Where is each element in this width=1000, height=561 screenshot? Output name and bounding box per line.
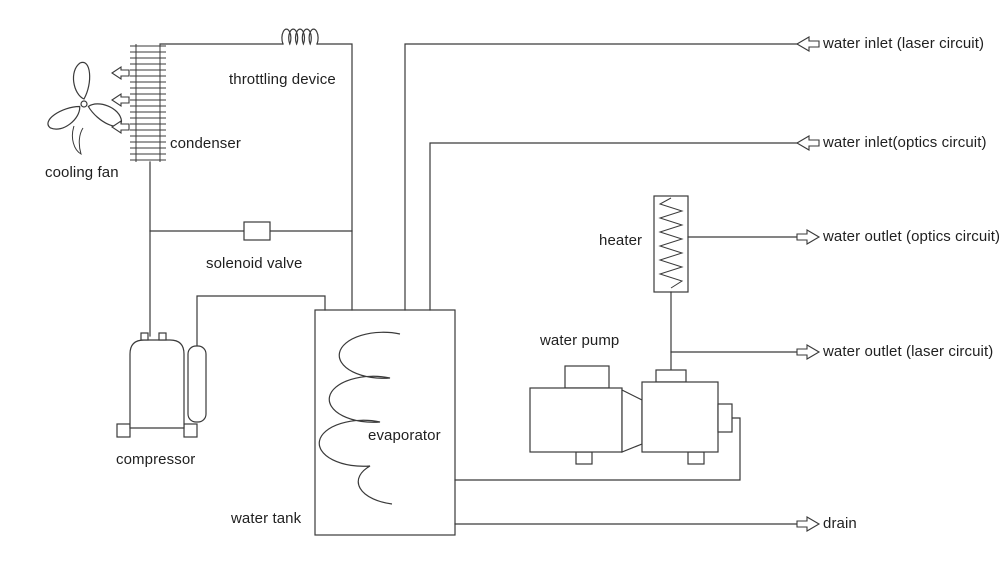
label-solenoid-valve: solenoid valve bbox=[206, 255, 303, 272]
label-condenser: condenser bbox=[170, 135, 241, 152]
compressor-symbol bbox=[116, 332, 198, 438]
label-throttling-device: throttling device bbox=[229, 71, 336, 88]
suction-pipe bbox=[196, 295, 326, 347]
water-inlet-pipes bbox=[404, 43, 798, 311]
water-outlet-pipes bbox=[454, 236, 798, 525]
port-arrow-water-outlet-laser bbox=[796, 344, 821, 360]
label-cooling-fan: cooling fan bbox=[45, 164, 119, 181]
label-heater: heater bbox=[599, 232, 643, 249]
label-water-pump: water pump bbox=[540, 332, 620, 349]
port-label-water-inlet-optics: water inlet(optics circuit) bbox=[823, 134, 987, 151]
refrigerant-pipes bbox=[149, 28, 353, 337]
water-tank-outline bbox=[314, 309, 456, 536]
water-pump-symbol bbox=[529, 365, 733, 465]
cooling-fan-icon bbox=[47, 61, 123, 156]
label-evaporator: evaporator bbox=[368, 427, 441, 444]
label-compressor: compressor bbox=[116, 451, 196, 468]
solenoid-valve-symbol bbox=[243, 221, 271, 241]
port-arrow-water-inlet-optics bbox=[795, 135, 820, 151]
heater-symbol bbox=[653, 195, 689, 293]
port-label-water-outlet-laser: water outlet (laser circuit) bbox=[823, 343, 994, 360]
port-label-water-outlet-optics: water outlet (optics circuit) bbox=[823, 228, 1000, 245]
accumulator-symbol bbox=[187, 345, 207, 423]
evaporator-coil bbox=[318, 331, 401, 505]
label-water-tank: water tank bbox=[231, 510, 302, 527]
port-arrow-water-outlet-optics bbox=[796, 229, 821, 245]
port-label-drain: drain bbox=[823, 515, 857, 532]
port-arrow-water-inlet-laser bbox=[795, 36, 820, 52]
port-arrow-drain bbox=[796, 516, 821, 532]
throttling-device-coil bbox=[281, 28, 319, 46]
airflow-arrows bbox=[111, 65, 130, 135]
port-label-water-inlet-laser: water inlet (laser circuit) bbox=[823, 35, 985, 52]
condenser-coil bbox=[130, 44, 166, 162]
